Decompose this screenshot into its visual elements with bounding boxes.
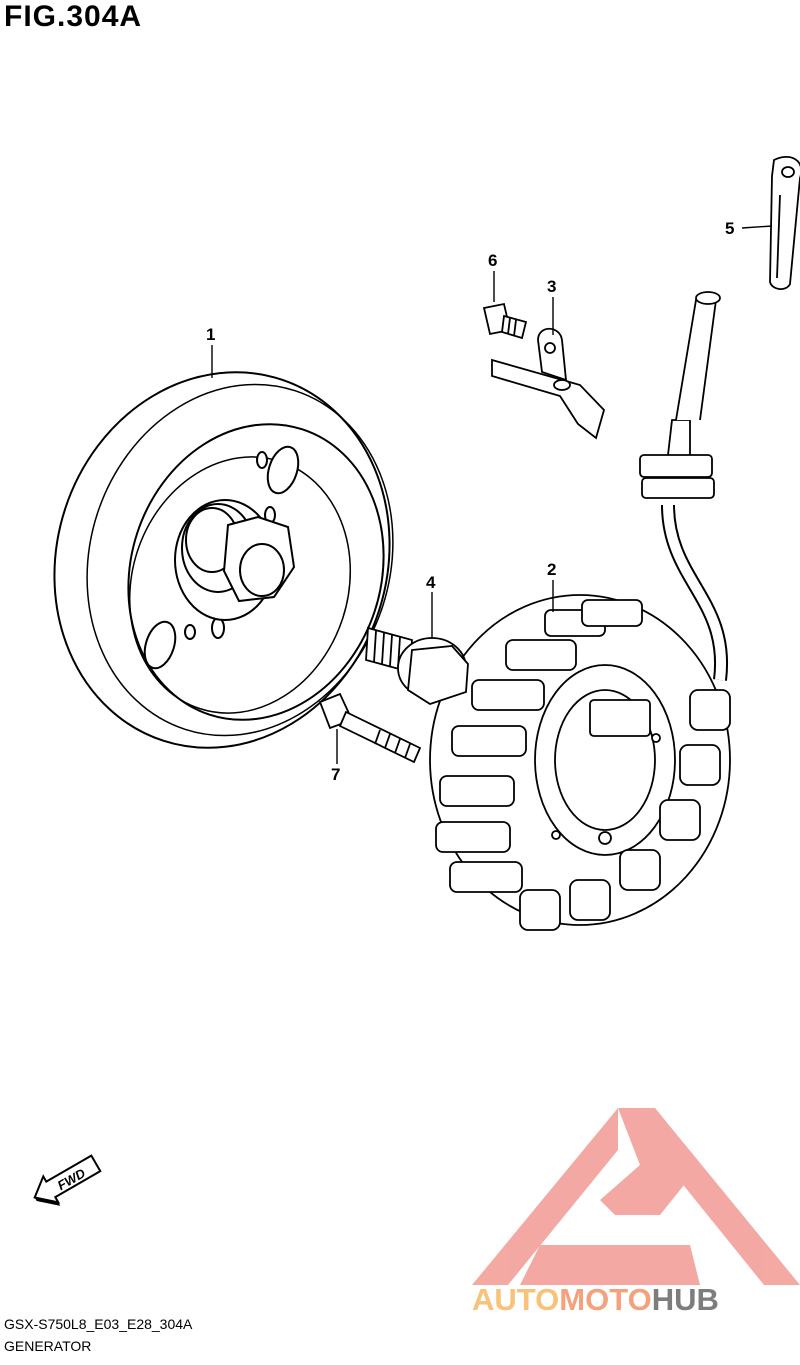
long-bolt [318, 692, 422, 764]
rotor-flywheel [53, 371, 394, 749]
callout-4: 4 [426, 573, 436, 592]
watermark-moto: MOTO [559, 1282, 652, 1317]
callout-2: 2 [547, 560, 556, 579]
forward-arrow-icon: FWD [33, 1154, 102, 1206]
figure-title: FIG.304A [4, 0, 143, 33]
figure-description: GENERATOR [4, 1338, 92, 1354]
watermark-logo [472, 1108, 800, 1285]
callout-1: 1 [206, 325, 215, 344]
clamp-bracket [491, 327, 606, 440]
watermark-text: AUTOMOTOHUB [472, 1282, 719, 1318]
figure-code: GSX-S750L8_E03_E28_304A [4, 1316, 193, 1332]
watermark-hub: HUB [651, 1282, 719, 1317]
callout-6: 6 [488, 251, 497, 270]
callout-3: 3 [547, 277, 556, 296]
callout-5: 5 [725, 219, 734, 238]
stator [429, 291, 731, 931]
callout-7: 7 [331, 765, 340, 784]
rotor-bolt [365, 626, 469, 705]
watermark-auto: AUTO [472, 1282, 560, 1317]
wire-clamp [769, 156, 800, 290]
callout-leaders [211, 225, 773, 764]
small-bolt [482, 302, 528, 340]
